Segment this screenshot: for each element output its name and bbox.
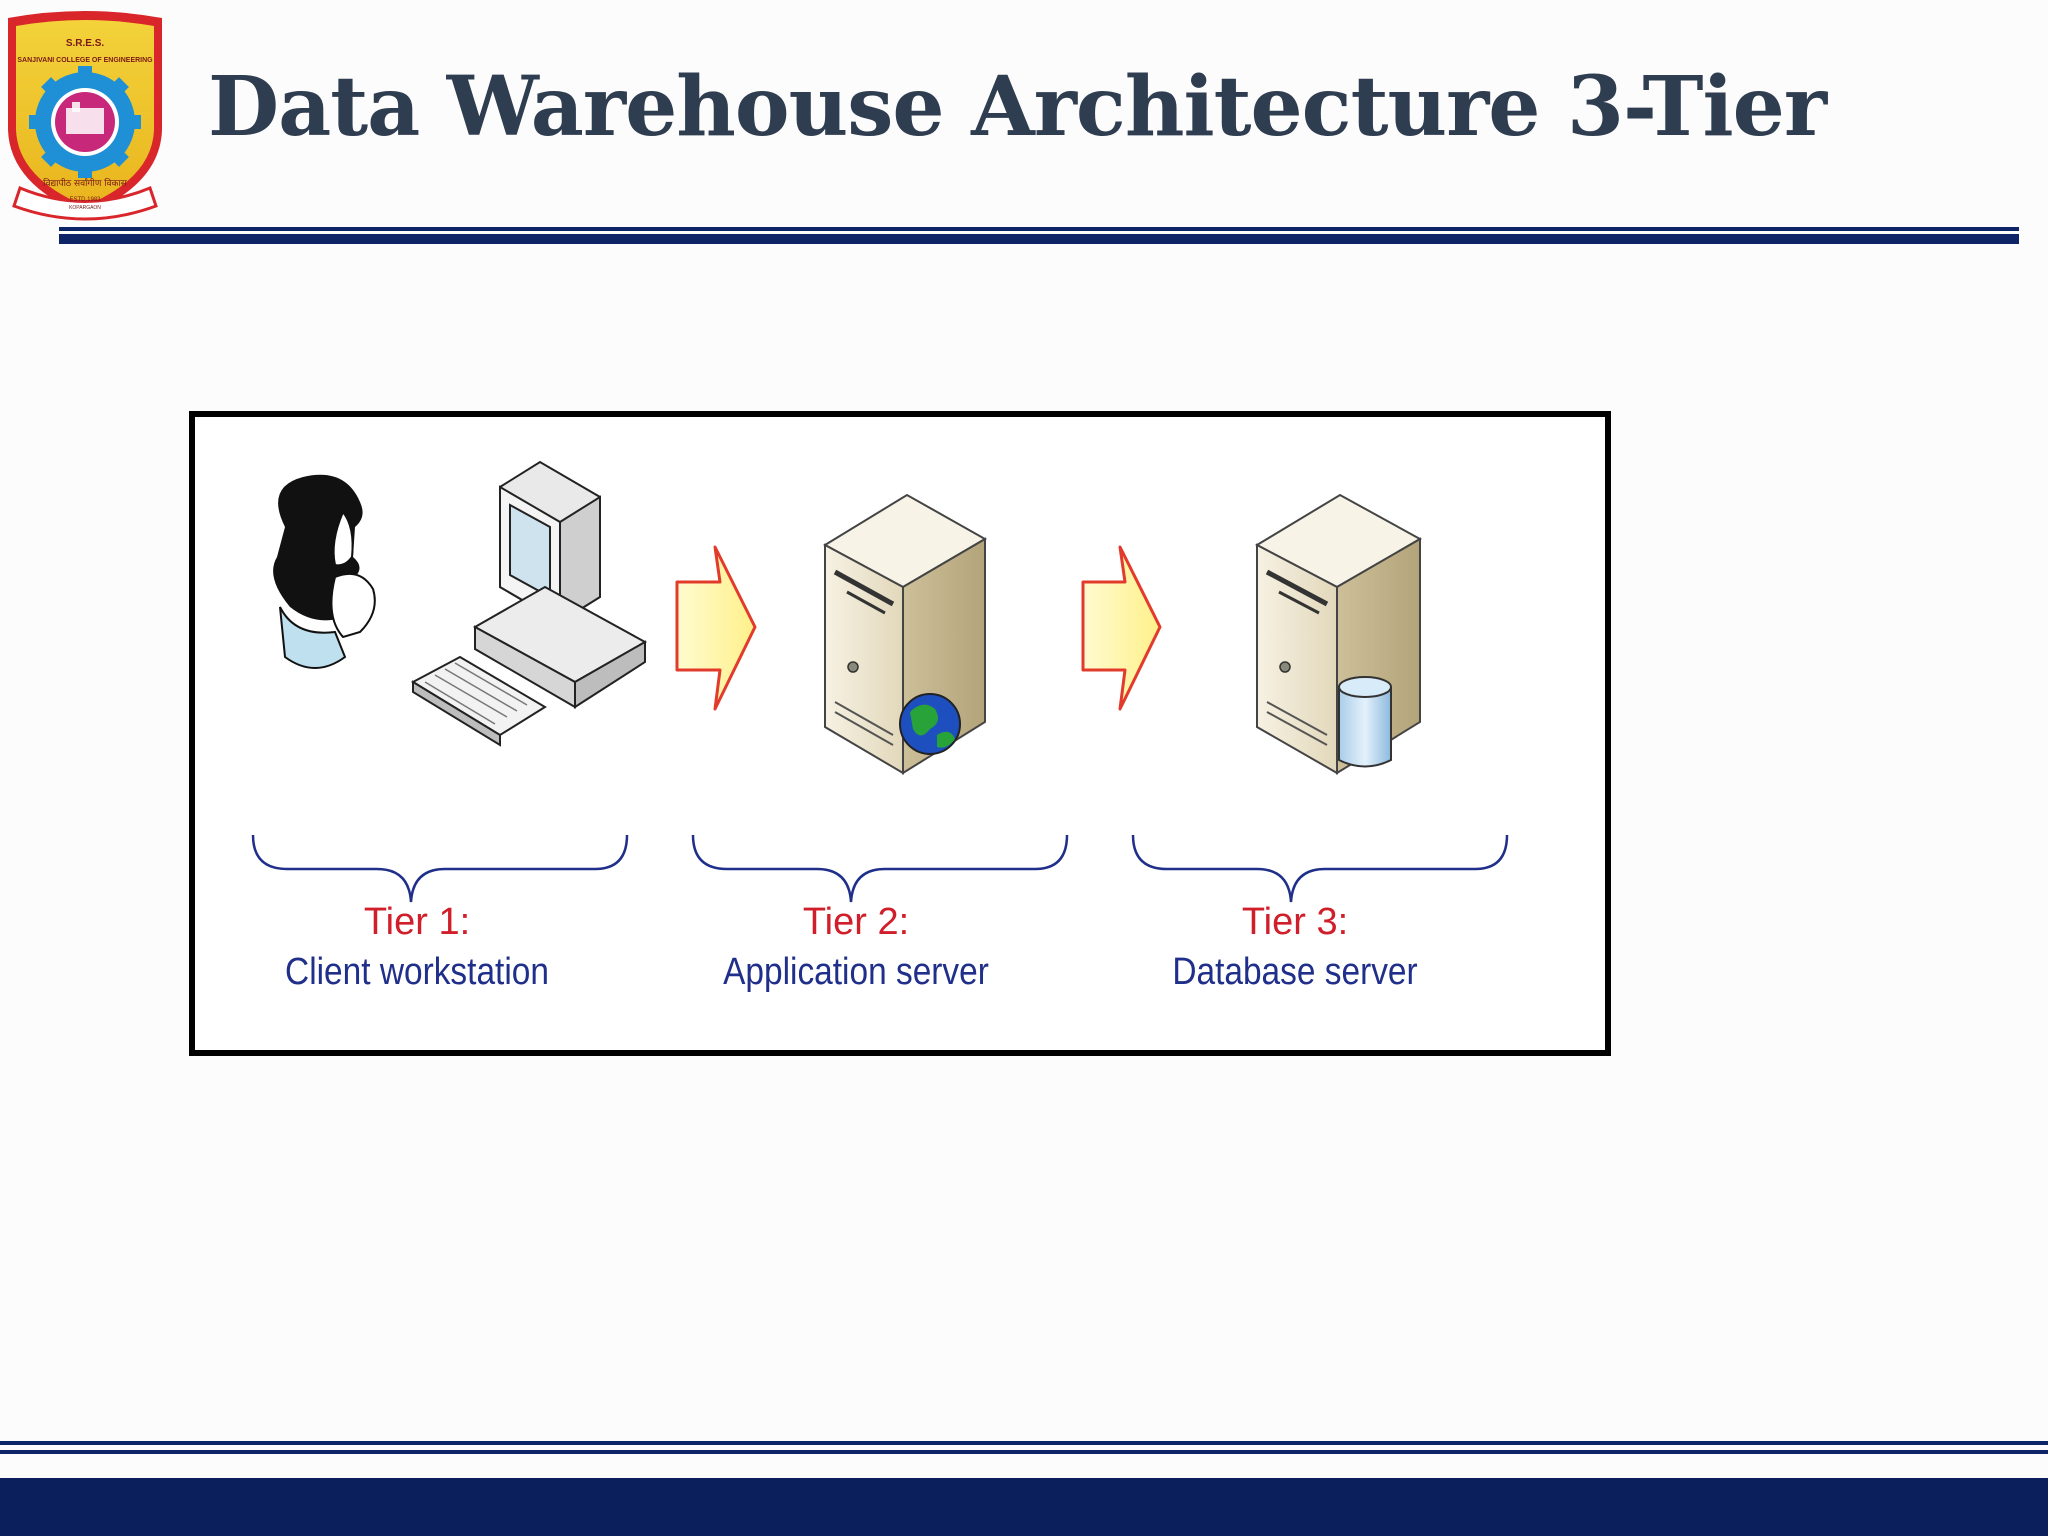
application-server-icon (822, 493, 988, 775)
tier-braces (251, 834, 1509, 903)
arrow-right-icon (675, 545, 757, 711)
person-icon (273, 474, 376, 669)
diagram-graphics (251, 460, 1509, 903)
database-server-icon (1254, 493, 1423, 775)
tier-1-label: Tier 1: Client workstation (197, 897, 637, 997)
tier-2-number: Tier 2: (802, 901, 910, 943)
logo-top-text: S.R.E.S. (66, 38, 105, 49)
gear-emblem (29, 66, 141, 178)
tier-2-brace (691, 834, 1069, 903)
footer-rule-thin-2 (0, 1450, 2048, 1454)
logo-college-text: SANJIVANI COLLEGE OF ENGINEERING (17, 57, 153, 64)
tier-2-label: Tier 2: Application server (636, 897, 1076, 997)
logo-motto-text: विद्यापीठ सर्वांगीण विकास (43, 177, 128, 189)
tier-3-name: Database server (1172, 951, 1418, 993)
tier-1-name: Client workstation (285, 951, 549, 993)
tier-3-brace (1131, 834, 1509, 903)
tier-3-label: Tier 3: Database server (1075, 897, 1515, 997)
tier-3-number: Tier 3: (1241, 901, 1349, 943)
slide-title: Data Warehouse Architecture 3-Tier (208, 59, 1827, 155)
footer-bar (0, 1478, 2048, 1536)
college-logo: S.R.E.S. SANJIVANI COLLEGE OF ENGINEERIN… (8, 11, 162, 221)
arrow-right-icon (1081, 545, 1162, 711)
tier-2-name: Application server (723, 951, 989, 993)
tier-1-brace (251, 834, 629, 903)
logo-location-text: KOPARGAON (69, 205, 101, 211)
logo-established-text: ESTD.1983 (69, 197, 101, 203)
header-rule-thick (59, 234, 2019, 244)
computer-icon (410, 460, 648, 747)
architecture-diagram: Tier 1: Client workstation Tier 2: Appli… (189, 411, 1611, 1056)
tier-1-number: Tier 1: (363, 901, 471, 943)
header-rule-thin (59, 227, 2019, 231)
footer-rule-thin-1 (0, 1441, 2048, 1445)
